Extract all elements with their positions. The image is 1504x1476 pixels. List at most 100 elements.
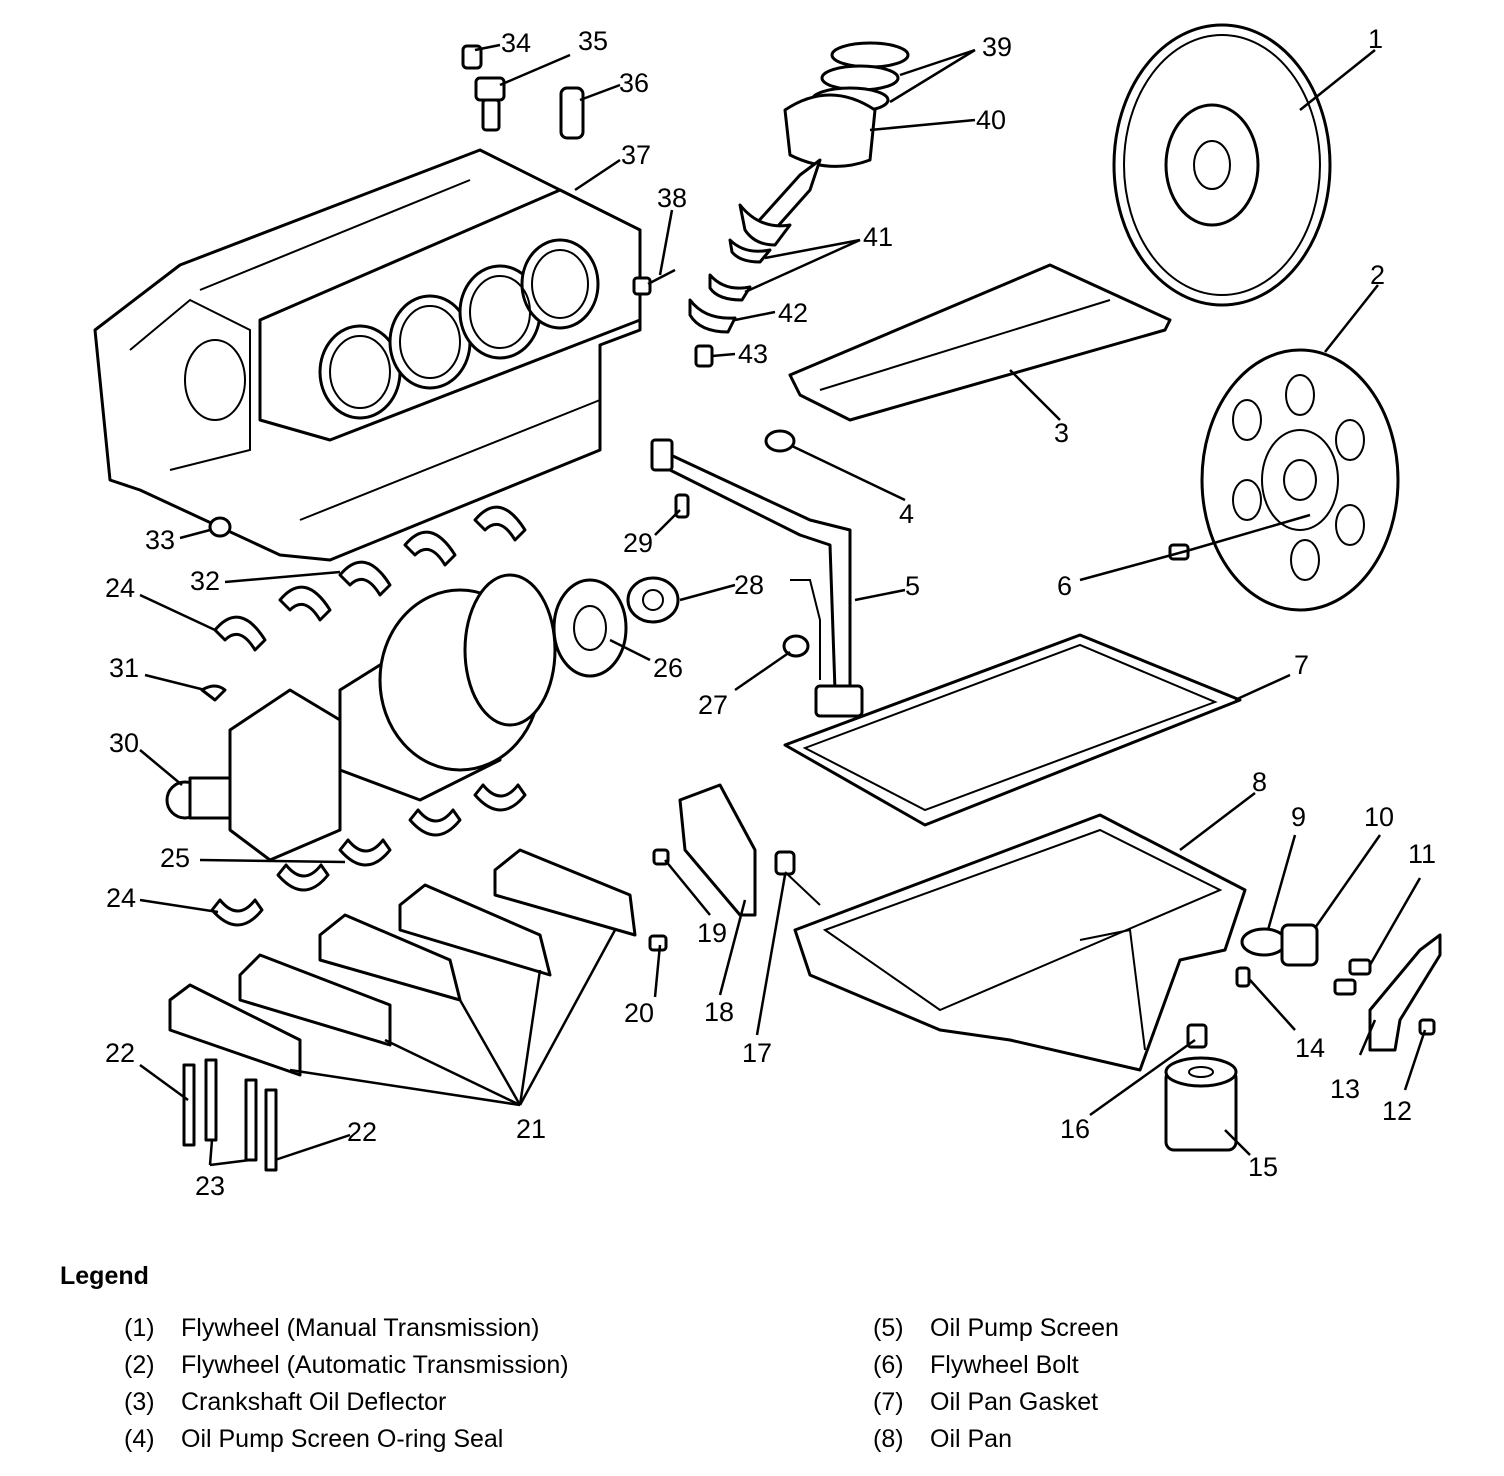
callout-40: 40 <box>976 105 1006 135</box>
o-ring-drawing <box>764 429 796 453</box>
callout-43: 43 <box>738 339 768 369</box>
legend-item-number: (8) <box>873 1425 904 1453</box>
rear-seal-drawing <box>626 576 680 624</box>
callout-11: 11 <box>1408 839 1436 869</box>
legend-item-number: (1) <box>124 1314 155 1342</box>
key-31-drawing <box>200 684 227 702</box>
oil-pan-gasket-drawing <box>783 633 1242 827</box>
callout-37: 37 <box>621 140 651 170</box>
leader-lines <box>139 43 1427 1167</box>
oil-pan-drawing <box>793 813 1247 1072</box>
callout-8: 8 <box>1252 767 1267 797</box>
legend-item-2: (2) Flywheel (Automatic Transmission) <box>124 1351 569 1380</box>
legend-item-text: Oil Pan <box>930 1425 1012 1453</box>
legend-item-number: (4) <box>124 1425 155 1453</box>
engine-parts-diagram: 1 2 3 4 5 6 7 8 9 10 11 12 13 14 15 16 1… <box>93 23 1442 1201</box>
bolt-11-drawing <box>1348 958 1372 976</box>
callout-7: 7 <box>1294 650 1309 680</box>
callout-36: 36 <box>619 68 649 98</box>
crankshaft-drawing <box>165 573 557 862</box>
oil-deflector-drawing <box>788 263 1172 422</box>
legend-item-8: (8) Oil Pan <box>873 1425 1012 1454</box>
main-cap-bolts-drawing <box>182 1058 278 1172</box>
callout-27: 27 <box>698 690 728 720</box>
oil-pump-screen-drawing <box>650 438 864 718</box>
callout-26: 26 <box>653 653 683 683</box>
sensor-parts <box>461 44 585 140</box>
callout-14: 14 <box>1295 1033 1325 1063</box>
main-bearing-caps-drawing <box>168 848 637 1077</box>
callout-15: 15 <box>1248 1152 1278 1182</box>
nut-27-drawing <box>782 634 810 658</box>
callout-24a: 24 <box>105 573 135 603</box>
seal-housing-18-drawing <box>678 783 757 917</box>
callout-25: 25 <box>160 843 190 873</box>
legend-item-number: (5) <box>873 1314 904 1342</box>
legend-item-6: (6) Flywheel Bolt <box>873 1351 1079 1380</box>
engine-block-drawing <box>93 148 642 562</box>
legend-item-number: (2) <box>124 1351 155 1379</box>
callout-30: 30 <box>109 728 139 758</box>
legend-item-1: (1) Flywheel (Manual Transmission) <box>124 1314 539 1343</box>
callout-34: 34 <box>501 28 531 58</box>
bolt-14-drawing <box>1235 966 1251 988</box>
legend-item-7: (7) Oil Pan Gasket <box>873 1388 1098 1417</box>
piston-assembly-drawing <box>688 41 910 368</box>
adapter-10-drawing <box>1280 923 1319 967</box>
oil-filter-drawing <box>1164 1056 1238 1152</box>
gasket-9-drawing <box>1240 927 1288 957</box>
legend-item-4: (4) Oil Pump Screen O-ring Seal <box>124 1425 503 1454</box>
callout-32: 32 <box>190 566 220 596</box>
upper-bearings-drawing <box>213 505 527 652</box>
reluctor-ring-drawing <box>552 578 628 678</box>
legend-item-text: Flywheel Bolt <box>930 1351 1079 1379</box>
callout-16: 16 <box>1060 1114 1090 1144</box>
legend-title: Legend <box>60 1262 149 1290</box>
callout-35: 35 <box>578 26 608 56</box>
callout-39: 39 <box>982 32 1012 62</box>
legend-item-5: (5)Oil Pump Screen <box>873 1314 1119 1343</box>
callout-2: 2 <box>1370 260 1385 290</box>
part-17-drawing <box>774 850 796 876</box>
callout-19: 19 <box>697 918 727 948</box>
legend-item-number: (3) <box>124 1388 155 1416</box>
legend-item-number: (6) <box>873 1351 904 1379</box>
callout-1: 1 <box>1368 24 1383 54</box>
legend-item-text: Flywheel (Manual Transmission) <box>181 1314 540 1342</box>
callout-28: 28 <box>734 570 764 600</box>
callout-23: 23 <box>195 1171 225 1201</box>
callout-31: 31 <box>109 653 139 683</box>
legend-item-number: (7) <box>873 1388 904 1416</box>
legend-item-text: Flywheel (Automatic Transmission) <box>181 1351 569 1379</box>
legend-item-text: Oil Pan Gasket <box>930 1388 1099 1416</box>
callout-13: 13 <box>1330 1074 1360 1104</box>
callout-42: 42 <box>778 298 808 328</box>
bolt-12-drawing <box>1418 1018 1436 1036</box>
callout-41: 41 <box>863 222 893 252</box>
callout-9: 9 <box>1291 802 1306 832</box>
bracket-13-drawing <box>1368 933 1442 1052</box>
callout-21: 21 <box>516 1114 546 1144</box>
callout-17: 17 <box>742 1038 772 1068</box>
callout-12: 12 <box>1382 1096 1412 1126</box>
lower-bearings-drawing <box>210 783 527 927</box>
plug-33-drawing <box>208 516 232 538</box>
flywheel-manual-drawing <box>1112 23 1332 307</box>
bolt-38-drawing <box>632 268 676 296</box>
callout-24b: 24 <box>106 883 136 913</box>
callout-22a: 22 <box>105 1038 135 1068</box>
callout-4: 4 <box>899 499 914 529</box>
callout-22b: 22 <box>347 1117 377 1147</box>
legend-item-text: Crankshaft Oil Deflector <box>181 1388 447 1416</box>
callout-3: 3 <box>1054 418 1069 448</box>
callout-10: 10 <box>1364 802 1394 832</box>
legend-item-3: (3) Crankshaft Oil Deflector <box>124 1388 446 1417</box>
callout-33: 33 <box>145 525 175 555</box>
callout-6: 6 <box>1057 571 1072 601</box>
callout-5: 5 <box>905 571 920 601</box>
flywheel-automatic-drawing <box>1200 348 1400 612</box>
callout-18: 18 <box>704 997 734 1027</box>
legend-item-text: Oil Pump Screen O-ring Seal <box>181 1425 504 1453</box>
callout-20: 20 <box>624 998 654 1028</box>
callout-38: 38 <box>657 183 687 213</box>
